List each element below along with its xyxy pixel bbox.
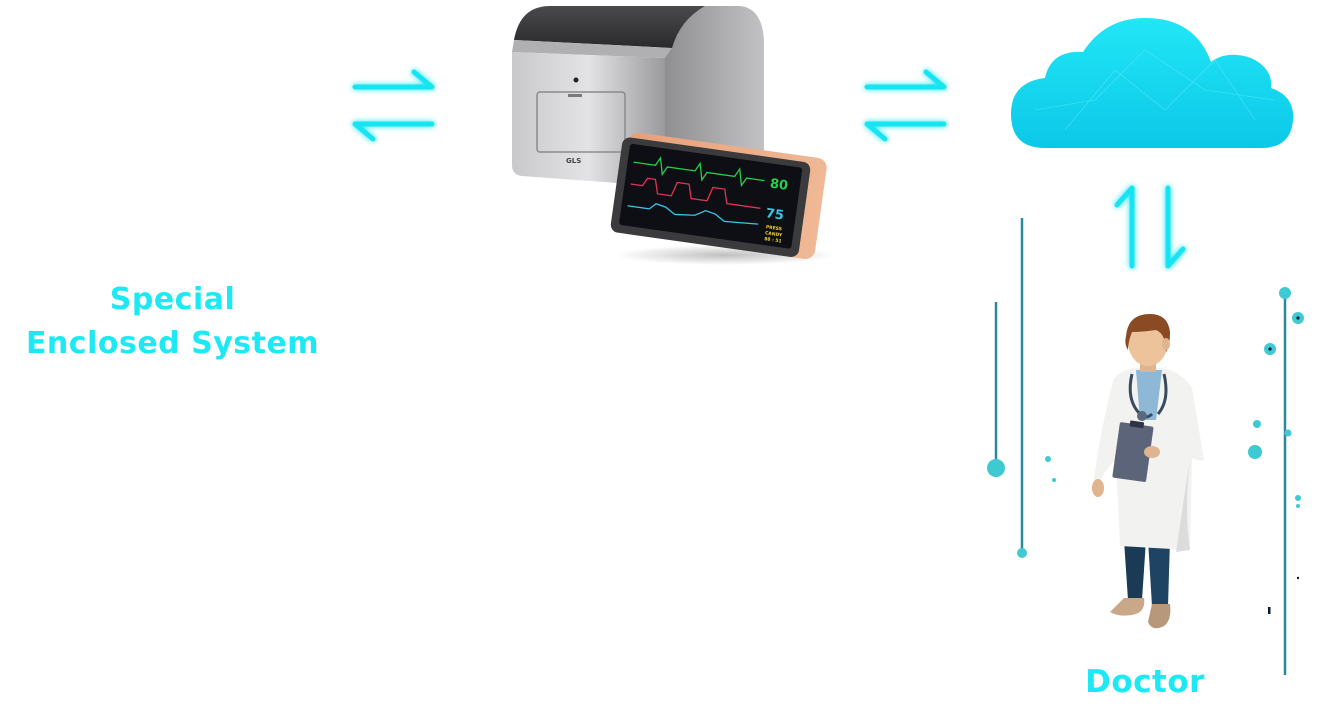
cloud-icon: [1011, 18, 1294, 148]
monitor-small-text-3: 88 : 51: [764, 236, 782, 244]
monitor-reading-1: 80: [769, 176, 789, 193]
monitor-reading-2: 75: [765, 206, 785, 223]
decorative-lines: [987, 218, 1304, 675]
device-illustration: GLS 80 75 PRESS CANDY 88 : 51: [512, 6, 835, 265]
system-label-line2: Enclosed System: [25, 326, 320, 361]
monitor-small-text-1: PRESS: [765, 224, 782, 232]
vertical-exchange-arrows-icon: [1114, 185, 1186, 269]
exchange-arrows-icon-right: [864, 69, 947, 142]
device-brand-text: GLS: [566, 157, 581, 165]
doctor-label: Doctor: [1085, 664, 1205, 700]
monitor-small-text-2: CANDY: [765, 230, 784, 238]
exchange-arrows-icon-left: [352, 69, 435, 142]
doctor-figure: [1092, 314, 1204, 629]
system-label: Special Enclosed System: [20, 278, 325, 366]
system-label-line1: Special: [109, 282, 236, 317]
